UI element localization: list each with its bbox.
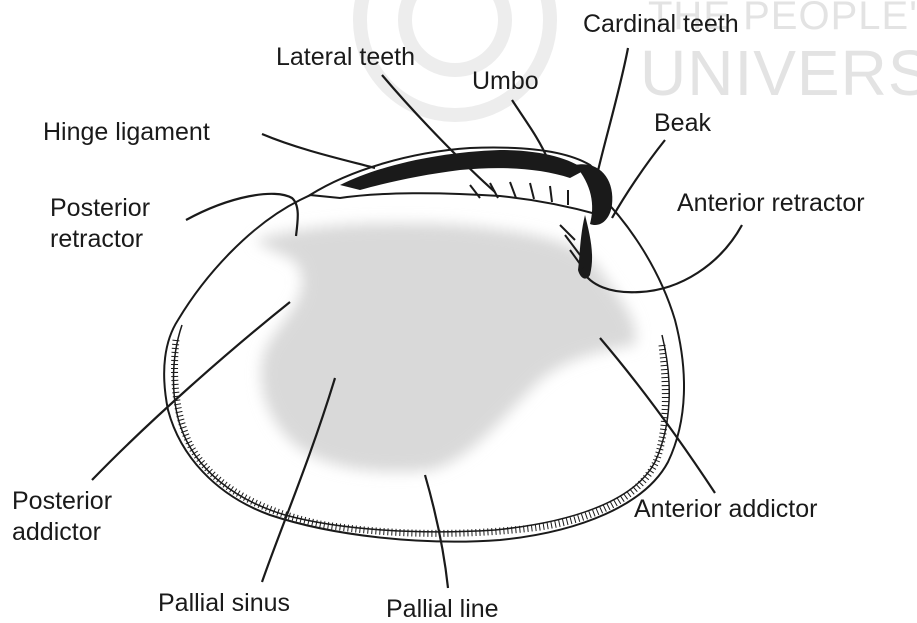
label-posterior-addictor-line2: addictor [12, 517, 112, 548]
leader-hinge-ligament [262, 134, 375, 168]
label-cardinal-teeth: Cardinal teeth [583, 9, 739, 40]
label-anterior-retractor: Anterior retractor [677, 188, 865, 219]
label-umbo: Umbo [472, 66, 539, 97]
leader-cardinal-teeth [597, 48, 628, 175]
label-beak: Beak [654, 108, 711, 139]
label-pallial-sinus: Pallial sinus [158, 588, 290, 619]
label-anterior-addictor: Anterior addictor [634, 494, 817, 525]
label-lateral-teeth: Lateral teeth [276, 42, 415, 73]
label-posterior-retractor: Posterior retractor [50, 193, 150, 255]
label-posterior-addictor: Posterior addictor [12, 486, 112, 548]
label-posterior-addictor-line1: Posterior [12, 486, 112, 517]
label-posterior-retractor-line1: Posterior [50, 193, 150, 224]
label-hinge-ligament: Hinge ligament [43, 117, 210, 148]
leader-beak [612, 140, 665, 218]
label-posterior-retractor-line2: retractor [50, 224, 150, 255]
label-pallial-line: Pallial line [386, 594, 499, 623]
